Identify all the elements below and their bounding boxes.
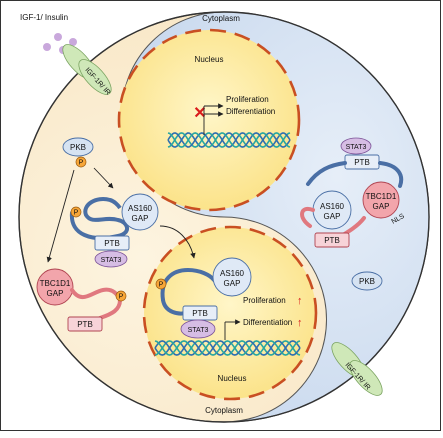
nucleus-bottom-label: Nucleus xyxy=(218,374,247,383)
svg-text:GAP: GAP xyxy=(47,289,64,298)
svg-text:STAT3: STAT3 xyxy=(346,144,367,151)
svg-text:PTB: PTB xyxy=(192,309,208,318)
svg-text:Proliferation: Proliferation xyxy=(243,296,286,305)
dna-strand xyxy=(167,132,291,148)
dna-bottom xyxy=(154,340,301,356)
arrow-pkb-to-as160 xyxy=(93,167,114,189)
svg-text:Differentiation: Differentiation xyxy=(243,318,292,327)
svg-text:PTB: PTB xyxy=(324,236,340,245)
svg-text:STAT3: STAT3 xyxy=(188,327,209,334)
up-arrow-icon: ↑ xyxy=(297,295,303,307)
arrow-as160-to-nucleus xyxy=(159,225,196,259)
complex-right: STAT3 PTB AS160 GAP TBC1D1 GAP NLS PTB xyxy=(300,137,406,248)
svg-text:TBC1D1: TBC1D1 xyxy=(40,279,71,288)
svg-text:PTB: PTB xyxy=(354,158,370,167)
blocked-x-icon: ✕ xyxy=(193,105,206,122)
svg-text:PKB: PKB xyxy=(359,277,375,286)
dna-strand xyxy=(154,340,301,356)
ligand-label: IGF-1/ Insulin xyxy=(20,13,68,22)
svg-text:PTB: PTB xyxy=(104,239,120,248)
tbc1d1-complex-left: TBC1D1 GAP P PTB xyxy=(36,268,127,332)
svg-text:GAP: GAP xyxy=(224,279,241,288)
svg-text:GAP: GAP xyxy=(324,212,341,221)
svg-text:PKB: PKB xyxy=(70,143,86,152)
up-arrow-icon: ↑ xyxy=(297,317,303,329)
pkb-node-right: PKB xyxy=(351,271,383,291)
dna-strand xyxy=(154,340,301,356)
receptor-bottom-right: IGF-1R/ IR xyxy=(331,342,383,396)
svg-text:PTB: PTB xyxy=(77,320,93,329)
cytoplasm-top-label: Cytoplasm xyxy=(202,14,240,23)
svg-text:P: P xyxy=(79,160,84,167)
svg-text:P: P xyxy=(119,294,124,301)
dna-strand xyxy=(154,340,301,356)
nucleus-top xyxy=(117,28,301,212)
svg-text:TBC1D1: TBC1D1 xyxy=(366,192,397,201)
dna-strand xyxy=(167,132,291,148)
svg-text:AS160: AS160 xyxy=(128,204,153,213)
svg-text:P: P xyxy=(74,210,79,217)
svg-text:P: P xyxy=(159,282,164,289)
figure-border xyxy=(0,0,441,431)
dna-strand xyxy=(167,132,291,148)
svg-text:Proliferation: Proliferation xyxy=(226,95,269,104)
arrow-pkb-to-tbc1d1 xyxy=(46,169,75,263)
cytoplasm-bottom-label: Cytoplasm xyxy=(205,406,243,415)
svg-text:STAT3: STAT3 xyxy=(101,257,122,264)
as160-complex-nucleus: P AS160 GAP PTB STAT3 xyxy=(155,257,252,339)
outcome-blocked-top: ✕ Proliferation Differentiation xyxy=(193,95,275,135)
cell-outline xyxy=(18,11,430,423)
pkb-node: PKB P xyxy=(62,137,94,168)
svg-text:AS160: AS160 xyxy=(320,202,345,211)
nucleus-top-label: Nucleus xyxy=(195,55,224,64)
outcome-up-bottom: Proliferation Differentiation ↑ ↑ xyxy=(224,295,303,340)
svg-text:GAP: GAP xyxy=(373,202,390,211)
dna-top xyxy=(167,132,291,148)
svg-text:Differentiation: Differentiation xyxy=(226,107,275,116)
svg-text:AS160: AS160 xyxy=(220,269,245,278)
as160-complex-left: P AS160 GAP PTB STAT3 xyxy=(69,193,159,268)
svg-text:GAP: GAP xyxy=(132,214,149,223)
